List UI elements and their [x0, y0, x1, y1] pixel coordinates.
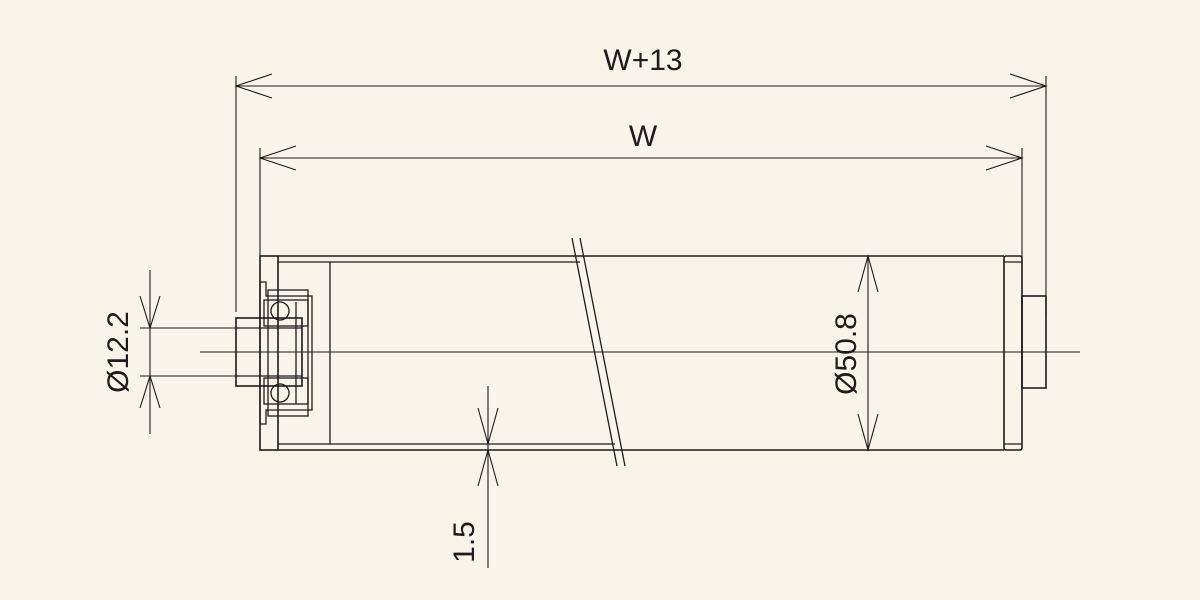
- left-flange: [278, 261, 331, 445]
- arrowhead-tube-top: [857, 253, 879, 293]
- dimension-tube-diameter: Ø50.8: [830, 253, 879, 453]
- right-shaft-stub: [1021, 295, 1047, 389]
- bearing-upper: [263, 299, 309, 327]
- dimension-w: W: [258, 120, 1024, 258]
- arrowhead-wall-top: [477, 407, 499, 447]
- label-overall-width: W+13: [603, 44, 682, 77]
- arrowhead-tube-bottom: [857, 413, 879, 453]
- label-tube-diameter: Ø50.8: [830, 313, 863, 395]
- arrowhead-wall-bottom: [477, 447, 499, 487]
- dimension-wall-thickness: 1.5: [424, 386, 520, 568]
- arrowhead-right-w: [985, 145, 1024, 171]
- right-end-cap: [1003, 255, 1023, 451]
- bearing-ball-lower: [270, 383, 290, 403]
- bearing-lower: [263, 377, 309, 405]
- left-end-cap: [259, 255, 279, 451]
- arrowhead-left-w13: [234, 73, 273, 99]
- dimension-w13: W+13: [234, 44, 1048, 315]
- bearing-housing-inner: [267, 289, 309, 417]
- label-shaft-diameter: Ø12.2: [102, 311, 135, 393]
- left-bearing-assembly: [235, 281, 313, 425]
- bearing-housing-outer: [259, 281, 313, 425]
- arrowhead-shaft-bottom: [139, 374, 161, 409]
- arrowhead-left-w: [258, 145, 297, 171]
- label-wall-thickness: 1.5: [448, 521, 481, 563]
- label-tube-width: W: [629, 120, 658, 153]
- arrowhead-right-w13: [1009, 73, 1048, 99]
- arrowhead-shaft-top: [139, 295, 161, 330]
- bearing-ball-upper: [270, 301, 290, 321]
- dimension-shaft-diameter: Ø12.2: [102, 270, 236, 434]
